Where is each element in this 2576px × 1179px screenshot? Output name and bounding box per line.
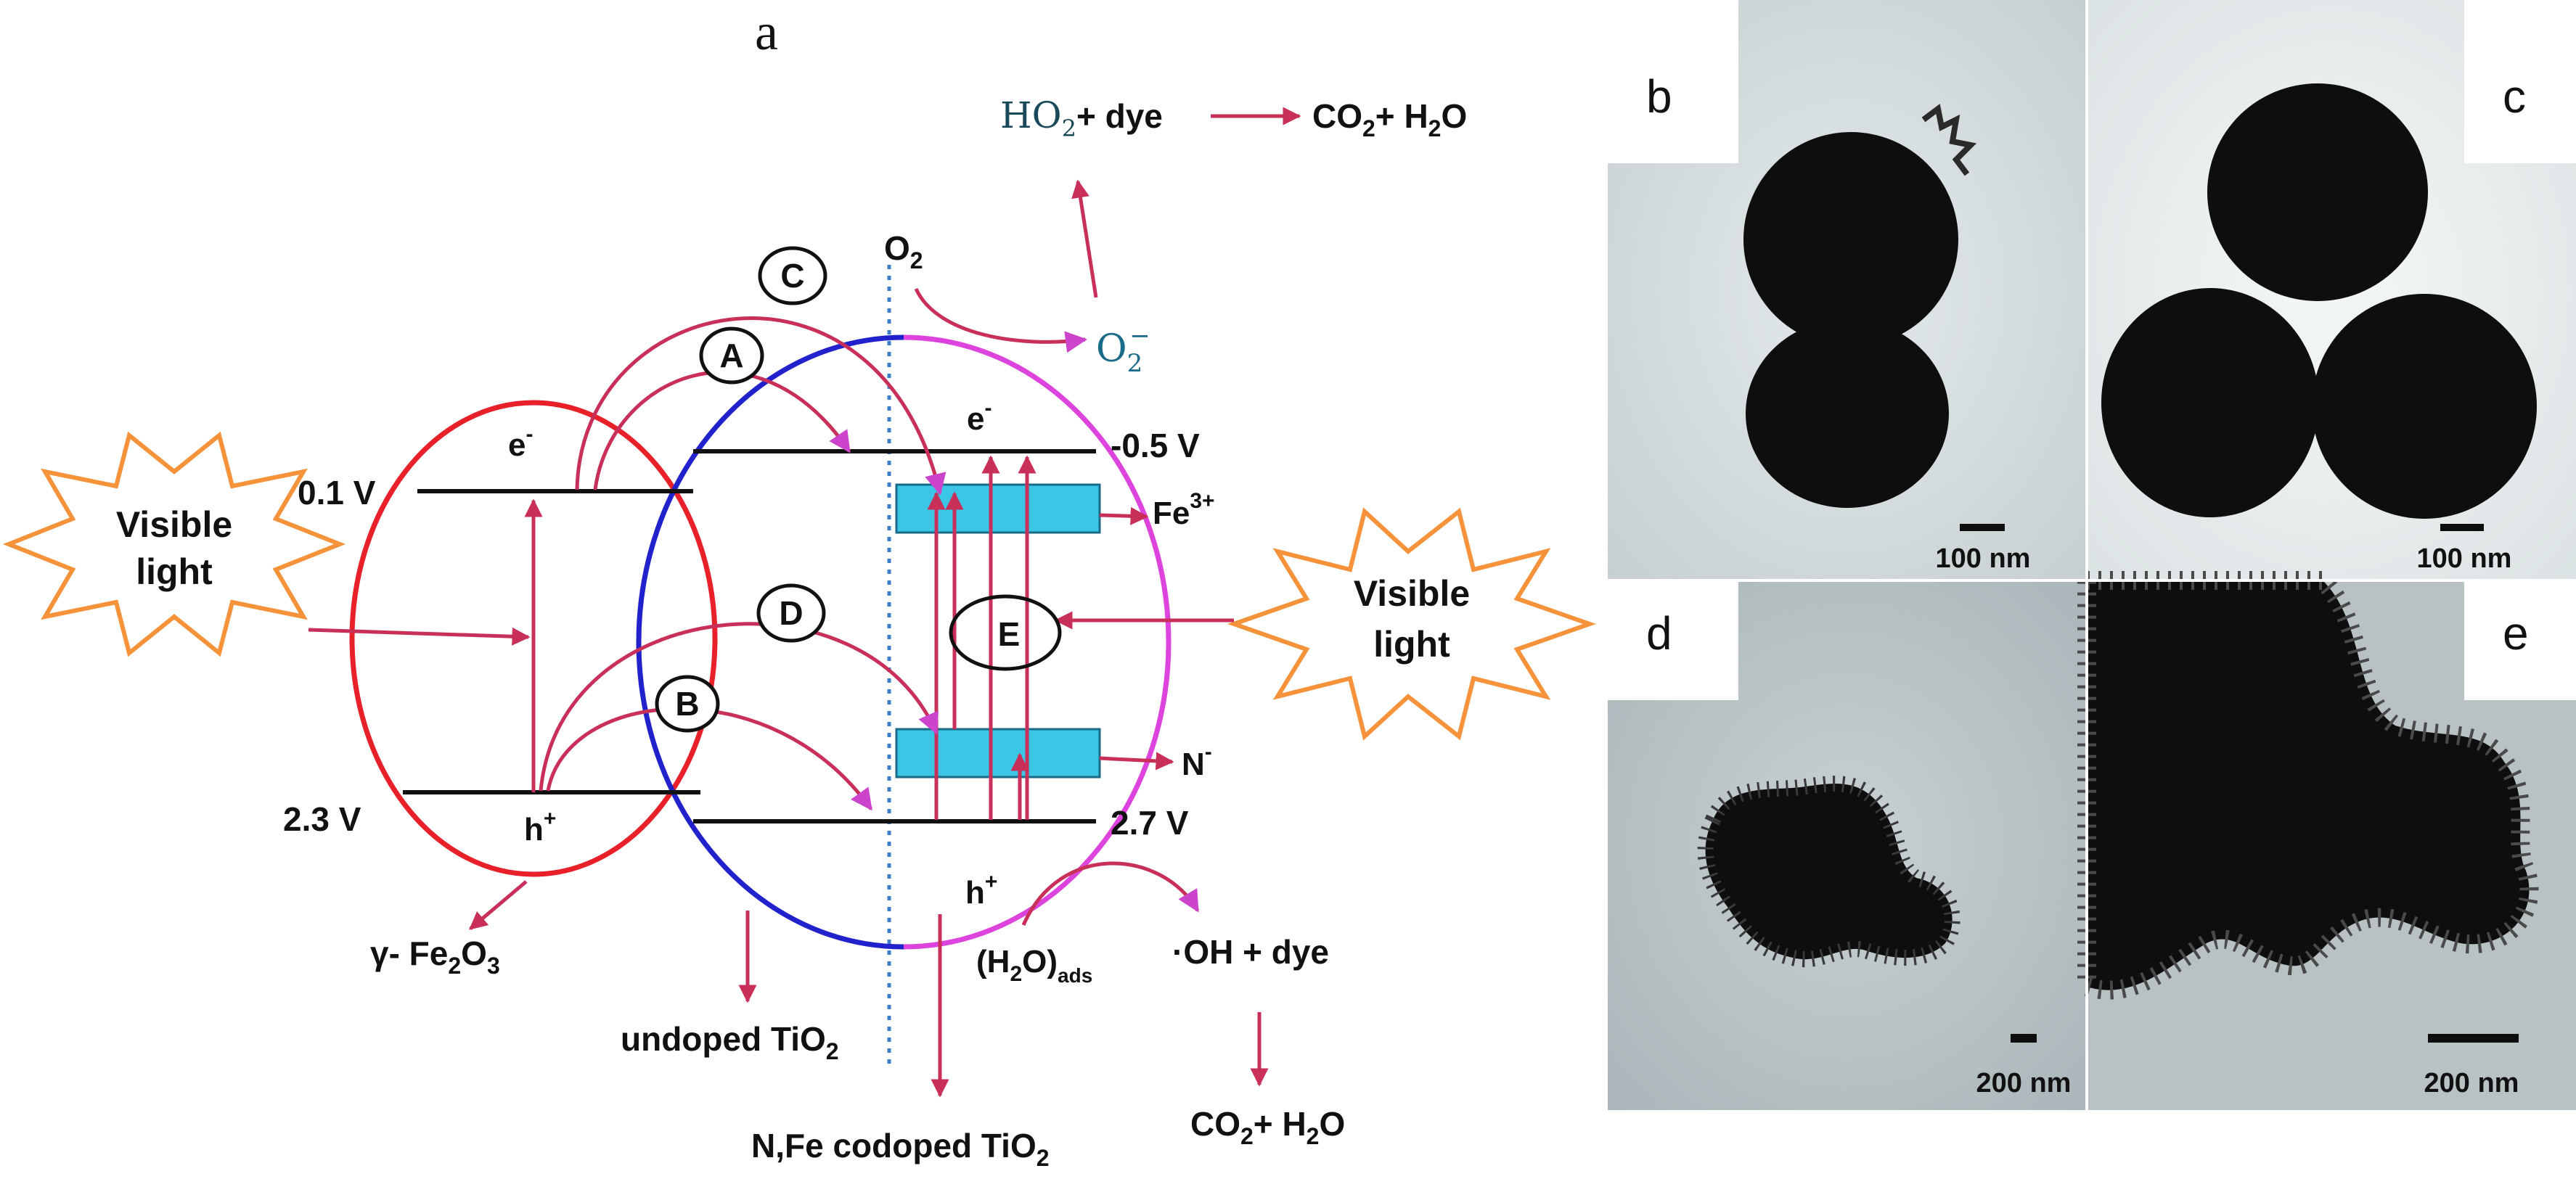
panel-b-particle-bottom xyxy=(1746,319,1949,508)
starburst-right-shape xyxy=(1227,507,1597,741)
panel-c-scale-label: 100 nm xyxy=(2417,543,2512,574)
fe3-arrow xyxy=(1099,506,1149,525)
panel-d-label-box xyxy=(1608,580,1738,700)
fe2o3-cb-potential: 0.1 V xyxy=(298,474,376,512)
panel-b-particle-fuzz xyxy=(1921,103,1977,176)
svg-text:D: D xyxy=(779,594,803,632)
pathway-b-marker: B xyxy=(655,675,720,733)
fe2o3-hole: h+ xyxy=(524,807,556,847)
n-label: N- xyxy=(1182,740,1212,782)
fe3-label: Fe3+ xyxy=(1153,489,1215,531)
water-adsorbed-label: (H2O)ads xyxy=(976,944,1092,987)
tio2-hole: h+ xyxy=(965,870,997,911)
tio2-cb-potential: -0.5 V xyxy=(1111,427,1200,464)
panel-b-scale-bar xyxy=(1960,524,2005,531)
fe2o3-name-arrow xyxy=(469,880,528,930)
starburst-left: Visible light xyxy=(2,431,346,657)
panel-label-c: c xyxy=(2503,70,2526,123)
codoped-tio2-name: N,Fe codoped TiO2 xyxy=(751,1127,1050,1171)
panel-e-label-box xyxy=(2464,580,2576,700)
co2-h2o-top: CO2+ H2O xyxy=(1312,97,1467,141)
undoped-tio2-name: undoped TiO2 xyxy=(621,1020,839,1064)
panel-c-particle-left xyxy=(2101,288,2319,517)
panel-c: c 100 nm xyxy=(2087,0,2576,580)
pathway-d-marker: D xyxy=(756,583,826,643)
fe2o3-circle xyxy=(349,400,718,877)
panel-e: e 200 nm xyxy=(2077,571,2576,1110)
panel-b-label-box xyxy=(1608,0,1738,163)
starburst-left-line2: light xyxy=(136,551,213,592)
panel-label-e: e xyxy=(2503,607,2529,660)
o2-label: O2 xyxy=(884,229,923,274)
superoxide-arrow xyxy=(914,287,1087,353)
starburst-right: Visible light xyxy=(1227,507,1597,741)
hydroxyl-dye-label: ·OH + dye xyxy=(1172,933,1329,971)
svg-text:B: B xyxy=(675,685,699,723)
panel-label-b: b xyxy=(1646,70,1672,123)
hydroxyl-arrow xyxy=(1021,861,1200,926)
pathway-a-arrow xyxy=(593,370,851,490)
visible-light-arrow-left xyxy=(308,627,531,646)
panel-label-a: a xyxy=(755,3,778,61)
pathway-d-arrow xyxy=(539,622,939,792)
panel-c-scale-bar xyxy=(2440,524,2484,531)
n-arrow xyxy=(1099,752,1174,771)
panel-d-scale-label: 200 nm xyxy=(1976,1068,2072,1098)
svg-text:E: E xyxy=(998,615,1021,653)
co2-h2o-bottom: CO2+ H2O xyxy=(1190,1105,1345,1149)
pathway-e-marker: E xyxy=(949,594,1062,671)
hydroperoxyl-label: HO2+ dye xyxy=(1000,94,1163,142)
starburst-right-line1: Visible xyxy=(1354,573,1470,614)
pathway-c-arrow xyxy=(575,316,946,496)
panel-e-scale-bar xyxy=(2428,1034,2519,1043)
n-impurity-level xyxy=(895,728,1101,779)
svg-text:C: C xyxy=(780,257,804,295)
pathway-c-marker: C xyxy=(758,246,827,305)
panel-c-label-box xyxy=(2464,0,2576,163)
hydroperoxyl-arrow xyxy=(1071,179,1098,298)
panel-d-scale-bar xyxy=(2011,1034,2037,1043)
tio2-electron: e- xyxy=(967,396,991,437)
panel-c-particle-right xyxy=(2312,294,2537,519)
panel-e-scale-label: 200 nm xyxy=(2424,1068,2519,1098)
panel-d: d 200 nm xyxy=(1608,580,2087,1110)
starburst-left-line1: Visible xyxy=(116,504,232,545)
panel-e-particle xyxy=(2077,571,2539,1000)
svg-text:A: A xyxy=(719,337,743,374)
panel-d-particle xyxy=(1697,776,1960,967)
fe3-impurity-level xyxy=(895,483,1101,534)
panel-b-scale-label: 100 nm xyxy=(1936,543,2031,574)
fe2o3-name: γ- Fe2O3 xyxy=(370,934,500,979)
panel-b-particle-top xyxy=(1743,132,1958,347)
tio2-circle-left xyxy=(636,334,904,950)
pathway-a-marker: A xyxy=(699,326,764,385)
superoxide-label: O2− xyxy=(1096,321,1150,378)
starburst-right-line2: light xyxy=(1373,624,1450,665)
starburst-left-shape xyxy=(2,431,346,657)
panel-a: a Visible light Visible light 0.1 V 2.3 … xyxy=(2,3,1597,1171)
tio2-vb-potential: 2.7 V xyxy=(1111,804,1189,842)
fe2o3-vb-potential: 2.3 V xyxy=(283,800,361,838)
fe2o3-electron: e- xyxy=(508,422,533,463)
panel-c-particle-top xyxy=(2207,83,2428,301)
panel-b: b 100 nm xyxy=(1608,0,2087,580)
panel-label-d: d xyxy=(1646,607,1672,660)
